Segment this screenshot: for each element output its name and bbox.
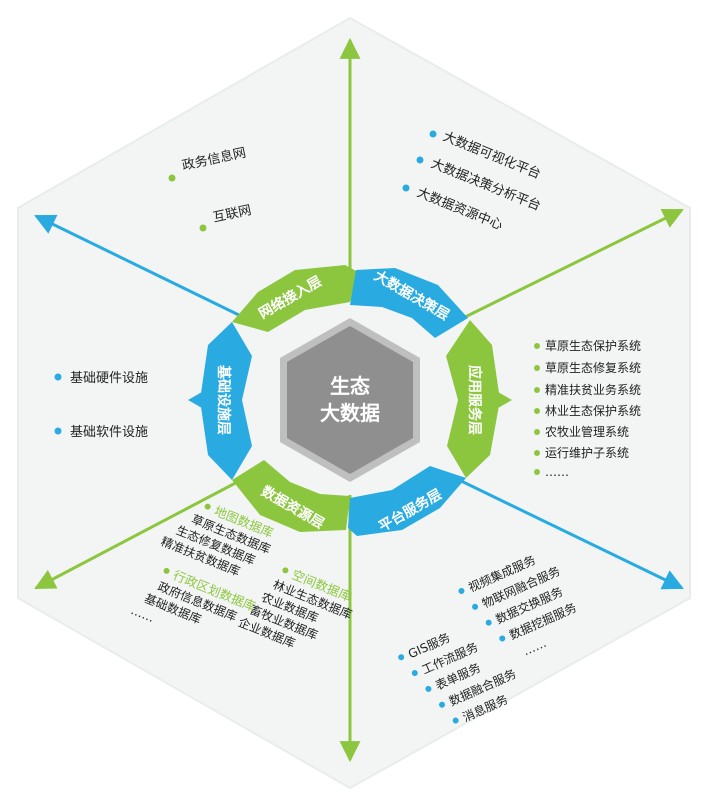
center-title-line2: 大数据 bbox=[320, 401, 380, 425]
application-item: 草原生态修复系统 bbox=[545, 360, 641, 375]
bullet-dot bbox=[534, 408, 540, 414]
bullet-dot bbox=[534, 365, 540, 371]
infrastructure-item: 基础硬件设施 bbox=[70, 371, 148, 386]
bullet-dot bbox=[458, 587, 465, 594]
application-item: 草原生态保护系统 bbox=[545, 339, 641, 353]
bullet-dot bbox=[402, 184, 410, 192]
bullet-dot bbox=[499, 635, 506, 642]
bullet-dot bbox=[439, 701, 446, 708]
axis-lower-right-arrow bbox=[454, 476, 684, 590]
bullet-dot bbox=[416, 156, 424, 164]
bullet-dot bbox=[452, 717, 459, 724]
center-title-line1: 生态 bbox=[330, 374, 370, 398]
axis-upper-left-arrow bbox=[34, 214, 246, 320]
band-network-layer bbox=[232, 265, 358, 332]
infrastructure-items: 基础硬件设施 基础软件设施 bbox=[54, 371, 148, 440]
band-platform-layer bbox=[348, 466, 466, 536]
application-items: 草原生态保护系统 草原生态修复系统 精准扶贫业务系统 林业生态保护系统 农牧业管… bbox=[534, 339, 641, 479]
bullet-dot bbox=[534, 469, 540, 475]
band-decision-layer bbox=[350, 268, 468, 338]
axis-upper-right-arrow bbox=[454, 208, 684, 324]
application-item: 精准扶贫业务系统 bbox=[545, 382, 641, 397]
center-hexagon bbox=[287, 326, 413, 474]
bullet-dot bbox=[534, 387, 540, 393]
band-resource-layer bbox=[232, 460, 350, 532]
axis-lower-left-arrow bbox=[34, 476, 246, 590]
bullet-dot bbox=[199, 224, 207, 232]
bullet-dot bbox=[168, 174, 176, 182]
application-item: 林业生态保护系统 bbox=[545, 404, 641, 418]
bullet-dot bbox=[534, 343, 540, 349]
bullet-dot bbox=[472, 603, 479, 610]
band-infrastructure-layer bbox=[200, 322, 252, 480]
application-item: 运行维护子系统 bbox=[545, 446, 629, 460]
layer-label-infrastructure: 基础设施层 bbox=[215, 365, 232, 435]
bullet-dot bbox=[411, 670, 418, 677]
application-item: …… bbox=[545, 465, 569, 479]
application-item: 农牧业管理系统 bbox=[545, 424, 629, 439]
layer-label-application: 应用服务层 bbox=[466, 365, 483, 435]
infrastructure-item: 基础软件设施 bbox=[70, 425, 148, 440]
bullet-dot bbox=[163, 567, 170, 574]
bullet-dot bbox=[429, 130, 437, 138]
bullet-dot bbox=[534, 429, 540, 435]
bullet-dot bbox=[425, 685, 432, 692]
notch-application bbox=[498, 392, 512, 408]
bullet-dot bbox=[54, 427, 62, 435]
bullet-dot bbox=[54, 373, 62, 381]
bullet-dot bbox=[485, 619, 492, 626]
band-application-layer bbox=[446, 320, 500, 478]
notch-infrastructure bbox=[188, 392, 202, 408]
bullet-dot bbox=[534, 450, 540, 456]
bullet-dot bbox=[398, 654, 405, 661]
bullet-dot bbox=[282, 567, 289, 574]
bullet-dot bbox=[204, 503, 211, 510]
